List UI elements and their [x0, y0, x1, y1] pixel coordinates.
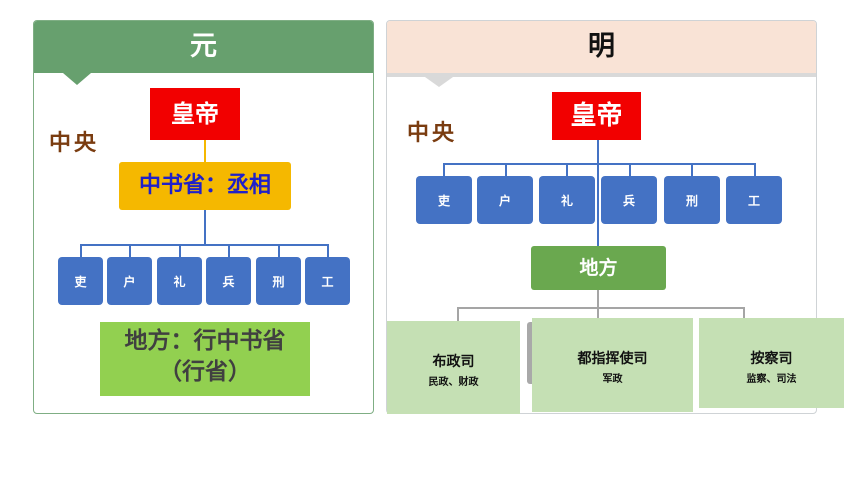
ming-office-anchasi-title: 按察司 [750, 351, 793, 367]
yuan-title: 元 [34, 21, 373, 73]
yuan-drop-4 [228, 244, 230, 257]
yuan-ministry-rites: 礼 [157, 257, 202, 305]
ming-emperor-box: 皇帝 [552, 92, 641, 140]
ming-office-buzhengsi: 布政司 民政、财政 [387, 321, 520, 414]
ming-ministry-xing: 刑 [664, 176, 720, 224]
yuan-ministry-gong: 工 [305, 257, 350, 305]
yuan-secretariat-box: 中书省：丞相 [119, 162, 291, 210]
ming-drop-4 [629, 163, 631, 176]
ming-ministry-li: 吏 [416, 176, 472, 224]
yuan-emperor-box: 皇帝 [150, 88, 240, 140]
yuan-ministry-xing: 刑 [256, 257, 301, 305]
ming-drop-5 [691, 163, 693, 176]
yuan-drop-1 [80, 244, 82, 257]
yuan-header-notch [63, 73, 91, 85]
yuan-connector-emperor [204, 140, 206, 162]
yuan-connector-bar [80, 244, 329, 246]
ming-office-anchasi-duty: 监察、司法 [746, 374, 797, 385]
ming-ministry-gong: 工 [726, 176, 782, 224]
ming-drop-3 [566, 163, 568, 176]
yuan-ministry-bing: 兵 [206, 257, 251, 305]
ming-drop-1 [443, 163, 445, 176]
ming-local-box: 地方 [531, 246, 666, 290]
ming-local-drop-1 [457, 307, 459, 321]
ming-office-anchasi: 按察司 监察、司法 [699, 318, 844, 408]
ming-office-duzhihuishisi: 都指挥使司 军政 [532, 318, 693, 412]
ming-office-duzhihuishisi-duty: 军政 [602, 374, 623, 385]
ming-header-notch [425, 77, 453, 87]
ming-local-bar [457, 307, 745, 309]
ming-drop-6 [754, 163, 756, 176]
yuan-central-label: 中央 [49, 130, 100, 156]
ming-connector-bar [443, 163, 756, 165]
yuan-local-box: 地方：行中书省（行省） [100, 322, 310, 396]
ming-office-buzhengsi-duty: 民政、财政 [428, 377, 479, 388]
ming-central-label: 中央 [407, 120, 458, 146]
yuan-ministry-li: 吏 [58, 257, 103, 305]
ming-local-drop-3 [743, 307, 745, 319]
yuan-ministry-hu: 户 [107, 257, 152, 305]
ming-drop-2 [505, 163, 507, 176]
ming-connector-trunk [597, 140, 599, 248]
yuan-drop-5 [278, 244, 280, 257]
ming-ministry-hu: 户 [477, 176, 533, 224]
yuan-drop-6 [327, 244, 329, 257]
yuan-drop-3 [179, 244, 181, 257]
ming-local-trunk [597, 290, 599, 318]
yuan-drop-2 [129, 244, 131, 257]
ming-title: 明 [387, 21, 816, 77]
ming-ministry-bing: 兵 [601, 176, 657, 224]
ming-ministry-rites: 礼 [539, 176, 595, 224]
ming-office-duzhihuishisi-title: 都指挥使司 [577, 351, 648, 367]
yuan-connector-trunk [204, 210, 206, 245]
ming-office-buzhengsi-title: 布政司 [432, 354, 475, 370]
